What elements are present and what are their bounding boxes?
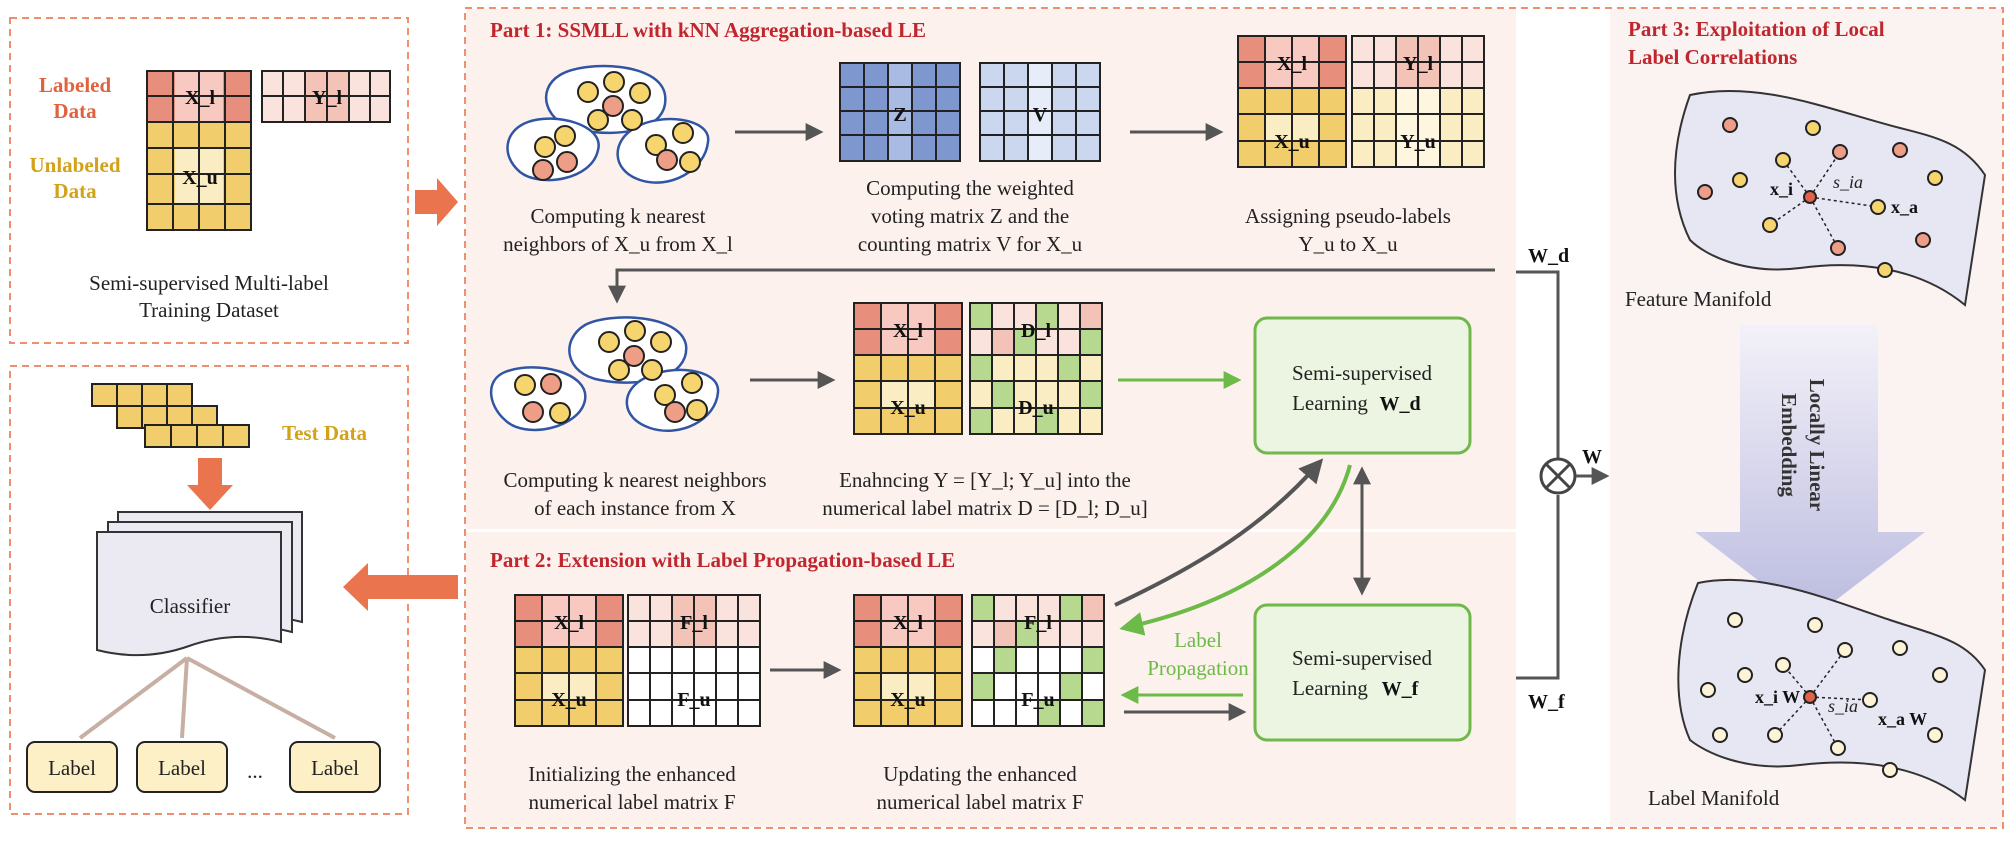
update-f-matrix: F_l F_u (971, 594, 1105, 727)
dataset-x-matrix: X_l X_u (146, 70, 252, 231)
svg-text:Learning: Learning (1292, 676, 1368, 700)
lle-label: Locally LinearEmbedding (1777, 379, 1829, 511)
svg-text:D_l: D_l (1021, 320, 1051, 342)
matrix-v: V (979, 62, 1101, 162)
knn-clusters-top (506, 64, 710, 184)
feature-manifold: x_i x_a s_ia (1674, 89, 1987, 307)
combine-operator-icon (1539, 457, 1577, 495)
row1-to-row2-connector (608, 268, 1495, 304)
svg-text:X_l: X_l (893, 612, 923, 634)
method-panel (464, 7, 2004, 829)
svg-text:Label: Label (311, 756, 359, 780)
output-arrow (343, 563, 458, 611)
svg-text:D_u: D_u (1018, 397, 1054, 419)
svg-text:x_i W: x_i W (1755, 687, 1800, 707)
learning-box-f: Semi-supervised Learning W_f (1253, 603, 1472, 742)
svg-text:s_ia: s_ia (1828, 696, 1858, 716)
label-output-1: Label (26, 741, 118, 793)
svg-text:F_l: F_l (1024, 612, 1052, 634)
classifier-stack (96, 511, 303, 657)
svg-text:Label: Label (48, 756, 96, 780)
test-data-stack (91, 383, 250, 448)
svg-text:X_l: X_l (1277, 53, 1307, 75)
learning-box-d: Semi-supervised Learning W_d (1253, 316, 1472, 455)
enhance-d-matrix: D_l D_u (969, 302, 1103, 435)
part1-title: Part 1: SSMLL with kNN Aggregation-based… (490, 18, 926, 42)
svg-text:Semi-supervised: Semi-supervised (1292, 646, 1432, 670)
label-ellipsis: ... (247, 759, 263, 783)
x-labeled-text: X_l (185, 87, 215, 109)
test-panel-content: Test Data Classifier Label Label ... Lab… (26, 383, 381, 793)
label-output-2: Label (136, 741, 228, 793)
label-manifold-label: Label Manifold (1648, 786, 1780, 810)
feature-manifold-label: Feature Manifold (1625, 287, 1772, 311)
svg-text:V: V (1033, 104, 1048, 126)
svg-text:F_u: F_u (677, 689, 710, 711)
w-label: W (1582, 446, 1602, 468)
label-output-3: Label (289, 741, 381, 793)
svg-text:Z: Z (893, 104, 906, 126)
test-to-classifier-arrow (187, 458, 233, 510)
knn-clusters-middle (489, 316, 720, 433)
svg-text:x_a W: x_a W (1878, 709, 1927, 729)
dataset-y-matrix: Y_l (261, 70, 391, 123)
classifier-label: Classifier (150, 594, 230, 618)
svg-text:s_ia: s_ia (1833, 172, 1863, 192)
svg-text:W_f: W_f (1382, 678, 1419, 700)
y-labeled-text: Y_l (312, 87, 342, 109)
svg-text:W_d: W_d (1379, 393, 1420, 415)
pseudo-x-matrix: X_l X_u (1237, 35, 1347, 168)
enhance-x-matrix: X_l X_u (853, 302, 963, 435)
svg-text:x_a: x_a (1891, 197, 1918, 217)
svg-text:Y_u: Y_u (1400, 131, 1436, 153)
svg-text:Semi-supervised: Semi-supervised (1292, 361, 1432, 385)
lle-arrow (1695, 325, 1925, 620)
test-data-label: Test Data (282, 421, 367, 445)
svg-text:F_l: F_l (680, 612, 708, 634)
svg-text:Learning: Learning (1292, 391, 1368, 415)
classifier-document (96, 531, 282, 657)
svg-text:X_l: X_l (893, 320, 923, 342)
svg-text:X_l: X_l (554, 612, 584, 634)
wf-label: W_f (1528, 691, 1565, 713)
svg-text:F_u: F_u (1021, 689, 1054, 711)
input-arrow (415, 178, 458, 226)
learning-to-update-green-arrow (1119, 464, 1352, 636)
wd-label: W_d (1528, 245, 1569, 267)
update-to-learning-d-arrow (1114, 458, 1324, 607)
classifier-output-lines (78, 656, 336, 740)
wd-line (1516, 270, 1560, 458)
matrix-z: Z (839, 62, 961, 162)
svg-text:x_i: x_i (1770, 179, 1793, 199)
update-x-matrix: X_l X_u (853, 594, 963, 727)
svg-text:Y_l: Y_l (1403, 53, 1433, 75)
label-manifold: x_i W x_a W s_ia (1677, 578, 1987, 802)
wf-line (1516, 495, 1560, 680)
svg-text:X_u: X_u (890, 397, 926, 419)
svg-text:X_u: X_u (1274, 131, 1310, 153)
svg-text:X_u: X_u (890, 689, 926, 711)
part2-title: Part 2: Extension with Label Propagation… (490, 548, 955, 572)
init-f-matrix: F_l F_u (627, 594, 761, 727)
svg-text:X_u: X_u (551, 689, 587, 711)
svg-text:Label: Label (158, 756, 206, 780)
init-x-matrix: X_l X_u (514, 594, 624, 727)
x-unlabeled-text: X_u (182, 167, 218, 189)
pseudo-y-matrix: Y_l Y_u (1351, 35, 1485, 168)
